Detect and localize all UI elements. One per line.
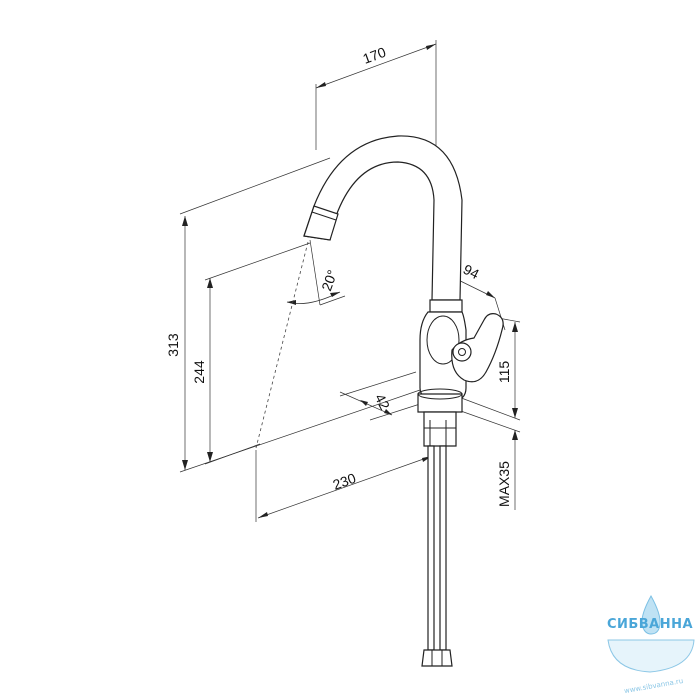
- faucet-aerator: [303, 205, 339, 241]
- faucet-mount-nut: [423, 411, 457, 447]
- dim-313: 313: [165, 157, 421, 473]
- water-drop-icon: [641, 594, 661, 635]
- dim-170-label: 170: [361, 44, 389, 67]
- dim-244: 244: [191, 242, 311, 465]
- faucet-hose-right: [439, 445, 447, 651]
- faucet-hose-fitting: [421, 649, 453, 667]
- dim-170: 170: [315, 40, 437, 150]
- faucet-lever-cap: [452, 342, 472, 362]
- dim-angle: 20°: [286, 239, 346, 306]
- faucet-neck-ring: [429, 299, 463, 313]
- dim-42-label: 42: [372, 391, 393, 412]
- water-stream-line: [255, 241, 309, 449]
- dim-313-label: 313: [165, 333, 181, 357]
- dim-244-label: 244: [191, 360, 207, 384]
- dim-230-label: 230: [331, 470, 359, 493]
- bathtub-icon: [607, 639, 695, 673]
- watermark-logo: СИБВАННА www.sibvanna.ru: [607, 594, 695, 695]
- dim-max35-label: MAX35: [496, 461, 512, 507]
- faucet-spout: [303, 135, 463, 301]
- dim-angle-label: 20°: [318, 268, 340, 293]
- faucet-hose-left: [427, 445, 435, 651]
- dim-115-label: 115: [496, 361, 512, 384]
- faucet-lever-handle: [451, 313, 504, 383]
- faucet: [303, 135, 504, 667]
- dim-230: 230: [255, 440, 433, 522]
- watermark-brand: СИБВАННА: [607, 617, 693, 632]
- dim-94-label: 94: [461, 261, 482, 282]
- dim-115: 115: [455, 317, 521, 421]
- watermark-url: www.sibvanna.ru: [623, 677, 683, 695]
- faucet-base: [417, 393, 463, 413]
- dim-42: 42: [339, 371, 421, 421]
- dim-max35: MAX35: [457, 409, 521, 510]
